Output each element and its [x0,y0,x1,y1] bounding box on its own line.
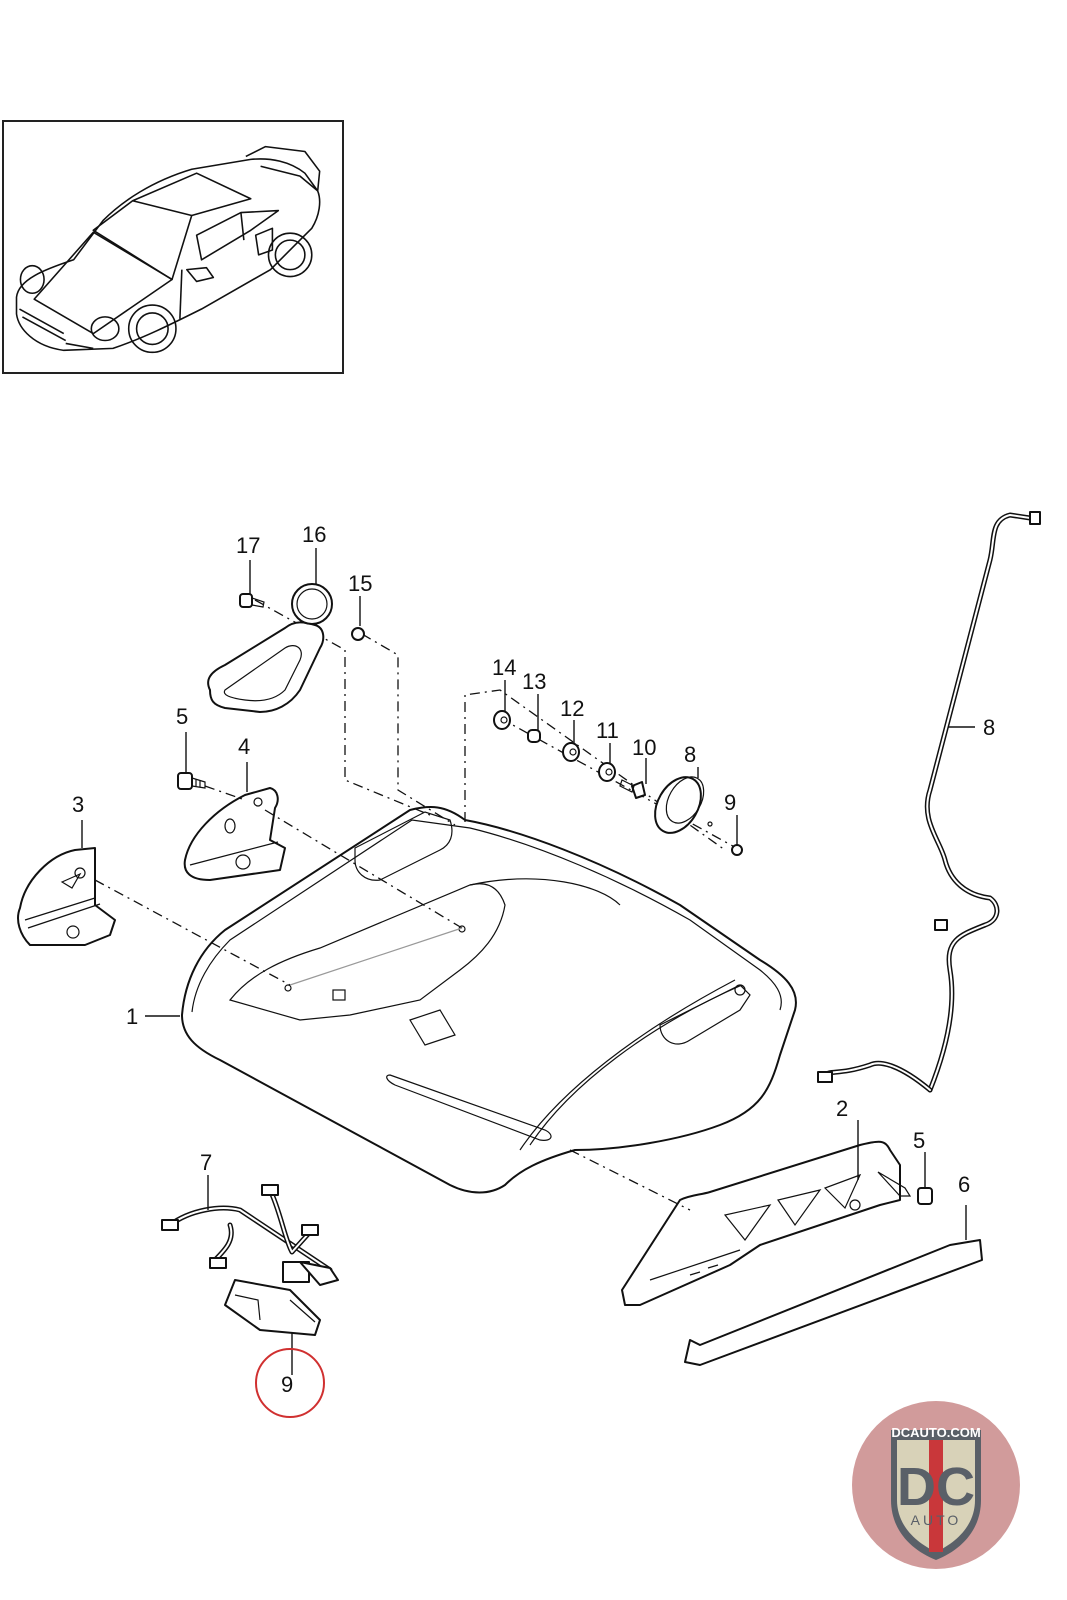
callout-8: 8 8 [948,715,995,740]
svg-text:7: 7 [200,1150,212,1175]
part-10-knob[interactable] [646,769,713,841]
callout-15: 13 [522,669,546,730]
svg-text:1: 1 [126,1004,138,1029]
part-13-washer[interactable] [598,762,616,782]
svg-text:2: 2 [836,1096,848,1121]
part-5-bolt-upper[interactable] [177,772,206,790]
callout-11: 9 [724,790,738,845]
callout-10: 8 [684,742,699,778]
part-15-spacer[interactable] [527,729,541,743]
svg-text:17: 17 [236,533,260,558]
part-4-rear-bracket[interactable] [183,787,286,881]
part-16-washer[interactable] [493,710,511,730]
callout-14: 12 [560,696,584,743]
part-3-front-bracket[interactable] [17,847,116,946]
svg-text:3: 3 [72,792,84,817]
svg-text:8: 8 [684,742,696,767]
part-8-wiring-harness[interactable] [817,511,1041,1093]
svg-text:5: 5 [176,704,188,729]
callout-6: 6 [958,1172,970,1240]
svg-text:11: 11 [596,718,619,743]
dcauto-watermark-logo: DCAUTO.COM DC AUTO [851,1400,1021,1570]
watermark-main-text: DC [897,1457,975,1517]
svg-text:10: 10 [632,735,656,760]
part-18-trim-cover[interactable] [207,583,333,713]
watermark-sub-text: AUTO [911,1512,962,1528]
svg-text:16: 16 [302,522,326,547]
callout-9-highlighted[interactable]: 9 [255,1333,325,1418]
part-6-rail-cover[interactable] [684,1239,983,1366]
callout-17: 15 [348,571,372,626]
svg-text:9: 9 [281,1372,293,1397]
svg-text:9: 9 [724,790,736,815]
part-14-washer[interactable] [562,742,580,762]
callout-1: 1 [126,1004,180,1029]
vehicle-thumbnail [2,120,344,374]
svg-text:12: 12 [560,696,584,721]
callout-19: 17 [236,533,260,594]
part-17-clip[interactable] [351,627,365,641]
part-9-control-module[interactable] [224,1279,321,1336]
part-12-screw[interactable] [619,779,646,799]
svg-text:13: 13 [522,669,546,694]
callout-5-upper: 5 [176,704,188,773]
callout-4: 4 [238,734,250,792]
callout-16: 14 [492,655,516,711]
part-1-seat-cushion[interactable] [181,806,797,1194]
callout-2: 2 [836,1096,859,1180]
callout-13: 11 [596,718,619,763]
svg-text:15: 15 [348,571,372,596]
svg-text:8: 8 [983,715,995,740]
svg-text:6: 6 [958,1172,970,1197]
svg-text:5: 5 [913,1128,925,1153]
svg-text:4: 4 [238,734,250,759]
highlight-circle [255,1348,325,1418]
part-7-seat-harness[interactable] [161,1184,339,1286]
part-19-screw[interactable] [239,593,265,608]
callout-12: 10 [632,735,656,784]
part-11-screw[interactable] [731,844,743,856]
callout-18: 16 [302,522,326,584]
callout-3: 3 [72,792,84,848]
part-2-side-rail-bracket[interactable] [621,1140,901,1306]
svg-text:14: 14 [492,655,516,680]
car-overview-icon [15,145,321,354]
watermark-top-text: DCAUTO.COM [891,1425,980,1440]
callout-7: 7 [200,1150,212,1210]
callout-5-lower: 5 [913,1128,926,1188]
